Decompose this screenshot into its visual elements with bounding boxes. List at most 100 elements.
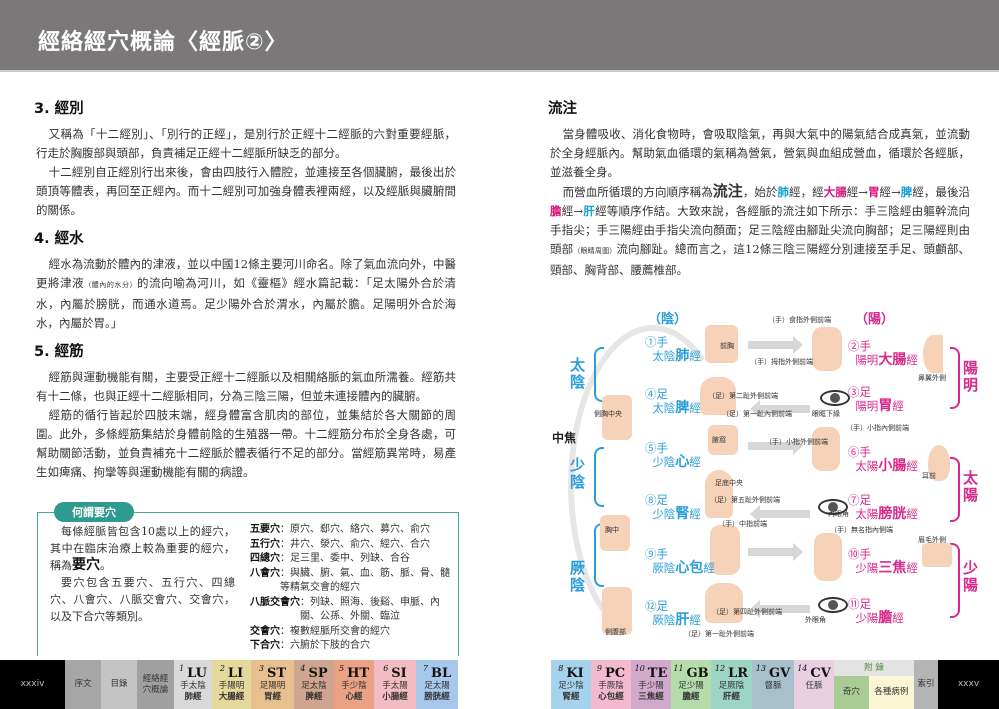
side-chest-illustration <box>602 395 632 440</box>
list-item: 交會穴：複數經脈所交會的經穴 <box>250 625 455 640</box>
tab-line2: 肺經 <box>184 692 202 702</box>
list-item: 四總穴：足三里、委中、列缺、合谷 <box>250 552 455 567</box>
tab-code: PC <box>604 666 626 681</box>
tab-code: SP <box>308 666 328 681</box>
tab-code: LI <box>227 666 244 681</box>
list-item: 下合穴：六腑於下肢的合穴 <box>250 639 455 654</box>
liver-highlight: 肝 <box>583 204 596 218</box>
item-key: 四總穴 <box>250 553 280 564</box>
taiyin-label: 太陰 <box>570 356 586 391</box>
item-value: ：足三里、委中、列缺、合谷 <box>280 553 410 564</box>
tab-code: CV <box>810 666 831 681</box>
item-value: ：與臟、腑、氣、血、筋、脈、骨、髓等精氣交會的經穴 <box>280 567 450 594</box>
note: 側胸中央 <box>594 410 622 418</box>
meridian-organ: 胃 <box>878 398 893 414</box>
meridian-gb: ⑪足 少陽膽經 <box>848 597 904 625</box>
tab-preface[interactable]: 序文 <box>65 660 101 709</box>
hand-illustration <box>710 525 740 575</box>
ear-illustration <box>928 445 950 481</box>
note: （足）第四趾外側前端 <box>712 608 782 616</box>
section-heading: 3. 經別 <box>34 101 84 117</box>
tab-num: 3 <box>258 664 265 673</box>
paragraph: 要穴包含五要穴、五行穴、四總穴、八會穴、八脈交會穴、交會穴，以及下合穴等類別。 <box>50 576 235 623</box>
tab-line1: 手太陽 <box>382 681 408 691</box>
taiyin-bracket <box>594 347 604 402</box>
list-item: 五行穴：井穴、滎穴、俞穴、經穴、合穴 <box>250 538 455 553</box>
meridian-pc: ⑨手 厥陰心包經 <box>645 547 715 575</box>
tab-code: GV <box>768 666 791 681</box>
note: 足底中央 <box>715 479 743 487</box>
tab-case-studies[interactable]: 各種病例 <box>868 676 914 709</box>
meridian-suffix: 經 <box>892 399 904 413</box>
page-title: 經絡經穴概論〈經脈②〉 <box>38 30 288 55</box>
right-column: 流注 當身體吸收、消化食物時，會吸取陰氣，再與大氣中的陽氣結合成真氣，並流動於全… <box>548 100 970 280</box>
shaoyin-label: 少陰 <box>570 456 586 491</box>
note: 眼眶下緣 <box>812 410 840 418</box>
yangming-label: 陽明 <box>963 359 979 394</box>
text: 而營血所循環的方向順序稱為 <box>562 185 713 199</box>
left-column: 3. 經別 又稱為「十二經別」、「別行的正經」，是別行於正經十二經脈的六對重要經… <box>34 100 456 492</box>
section-jingbie: 3. 經別 又稱為「十二經別」、「別行的正經」，是別行於正經十二經脈的六對重要經… <box>34 100 456 220</box>
tab-line1: 足少陽 <box>678 681 704 691</box>
tab-num: 8 <box>558 664 564 673</box>
tab-index[interactable]: 索引 <box>914 660 938 709</box>
chest-illustration <box>705 325 738 363</box>
text: 經→ <box>561 204 584 218</box>
page-header: 經絡經穴概論〈經脈②〉 <box>0 0 999 72</box>
foot-illustration-2 <box>705 583 743 623</box>
tab-num: 12 <box>714 664 726 673</box>
meridian-organ: 肺 <box>675 348 690 364</box>
item-key: 下合穴 <box>250 640 280 651</box>
shaoyang-label: 少陽 <box>963 559 979 594</box>
tab-line1: 足陽明 <box>259 681 286 691</box>
meridian-lr: ⑫足 厥陰肝經 <box>645 599 701 627</box>
emphasis: 要穴 <box>72 557 100 573</box>
tab-extra-points[interactable]: 奇穴 <box>834 676 869 709</box>
item-value: ：原穴、郄穴、絡穴、募穴、俞穴 <box>280 524 430 535</box>
meridian-lu: ①手 太陰肺經 <box>645 335 701 363</box>
tab-line2: 脾經 <box>305 692 323 702</box>
paragraph: 經筋的循行皆起於四肢末端，經身體富含肌肉的部位，並集結於各大關節的周圍。此外，多… <box>36 408 456 479</box>
item-key: 五要穴 <box>250 524 280 535</box>
tab-code: BL <box>430 666 452 681</box>
meridian-num: ⑩手 <box>848 547 871 561</box>
item-value: ：複數經脈所交會的經穴 <box>280 625 390 637</box>
note: （足）第一趾內側前端 <box>722 410 792 418</box>
meridian-suffix: 經 <box>906 353 918 367</box>
chest-center-illustration <box>600 515 630 551</box>
tab-code: SI <box>391 666 407 681</box>
tab-code: HT <box>347 666 370 681</box>
meridian-num: ⑨手 <box>645 547 668 561</box>
lung-highlight: 肺 <box>777 185 790 199</box>
note: （足）第二趾外側前端 <box>708 392 778 400</box>
meridian-suffix: 經 <box>689 349 701 363</box>
note: 內眼角 <box>828 510 849 518</box>
hand-illustration-3 <box>812 427 840 471</box>
spleen-highlight: 脾 <box>900 185 913 199</box>
tab-contents[interactable]: 目錄 <box>101 660 137 709</box>
text: 流向腳趾。總而言之，這12條三陰三陽經分別連接至手足、頭顱部、頸部、胸背部、腰薦… <box>550 242 971 277</box>
tab-overview[interactable]: 經絡經穴概論 <box>137 660 174 709</box>
note: 耳前 <box>922 472 936 480</box>
meridian-organ: 脾 <box>675 400 690 416</box>
item-value: ：列缺、照海、後谿、申脈、內關、公孫、外關、臨泣 <box>300 596 440 623</box>
text: 經，最後沿 <box>912 185 971 199</box>
annotation: （眼睛周圍） <box>573 247 617 255</box>
tab-line1: 手陽明 <box>218 681 245 691</box>
paragraph: 而營血所循環的方向順序稱為流注，始於肺經，經大腸經→胃經→脾經，最後沿膽經→肝經… <box>550 182 970 280</box>
large-intestine-highlight: 大腸 <box>823 185 847 199</box>
